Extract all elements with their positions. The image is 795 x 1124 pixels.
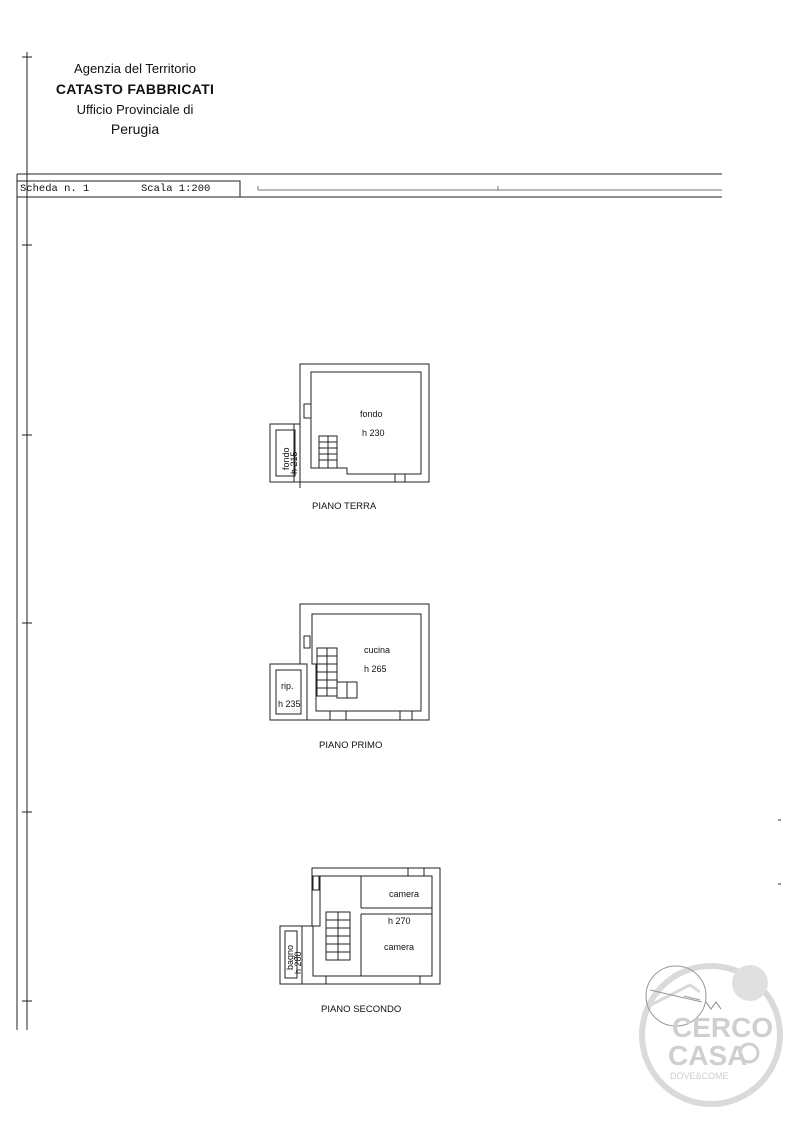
label-piano-terra: PIANO TERRA [312, 501, 377, 512]
scale-label: Scala 1:200 [141, 183, 211, 195]
watermark-line2: CASA [668, 1040, 747, 1071]
watermark-line1: CERCO [672, 1012, 773, 1043]
scheda-number: Scheda n. 1 [20, 183, 90, 195]
label-piano-primo: PIANO PRIMO [319, 740, 383, 751]
pin-icon [738, 1042, 760, 1064]
primo-main-room: cucina [364, 645, 390, 655]
office-label: Ufficio Provinciale di [76, 102, 194, 117]
primo-main-height: h 265 [364, 664, 387, 674]
north-arrow-icon [645, 965, 722, 1027]
terra-main-height: h 230 [362, 428, 385, 438]
secondo-side-room: bagno [285, 945, 295, 970]
secondo-side-height: h 280 [293, 951, 303, 974]
secondo-room-top: camera [389, 889, 419, 899]
primo-side-height: h 235 [278, 699, 301, 709]
terra-side-height: h 215 [289, 451, 299, 474]
office-city: Perugia [110, 121, 160, 137]
document-title: CATASTO FABBRICATI [55, 81, 215, 97]
terra-side-room: fondo [281, 447, 291, 470]
label-piano-secondo: PIANO SECONDO [321, 1004, 402, 1015]
secondo-room-bottom: camera [384, 942, 414, 952]
secondo-height: h 270 [388, 916, 411, 926]
terra-main-room: fondo [360, 409, 383, 419]
watermark-line3: DOVE&COME [670, 1071, 729, 1081]
agency-name: Agenzia del Territorio [74, 61, 196, 76]
primo-side-room: rip. [281, 681, 294, 691]
